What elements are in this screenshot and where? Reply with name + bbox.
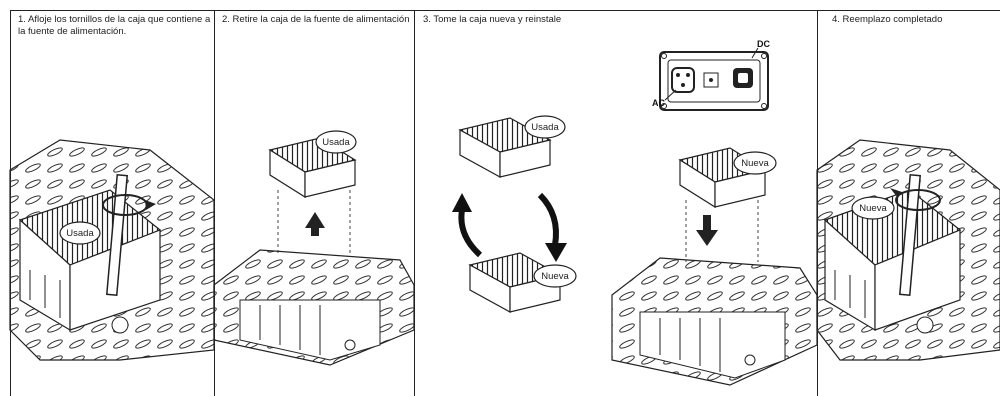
ac-label: AC <box>652 98 665 108</box>
usada-tag-3: Usada <box>524 115 566 139</box>
panel-divider <box>414 10 415 396</box>
svg-text:Usada: Usada <box>322 137 350 148</box>
connector-plate <box>659 47 769 111</box>
svg-text:Nueva: Nueva <box>541 271 569 282</box>
usada-tag-2: Usada <box>315 130 357 154</box>
step-3-caption: 3. Tome la caja nueva y reinstale <box>423 14 562 25</box>
step-4-caption: 4. Reemplazo completado <box>832 14 943 25</box>
panel-4-fixture <box>816 139 1000 361</box>
svg-text:Usada: Usada <box>66 228 94 239</box>
cycle-arrows <box>452 192 567 262</box>
svg-text:Usada: Usada <box>531 122 559 133</box>
panel-3-fixture <box>611 257 818 386</box>
panel-1-fixture <box>9 139 215 361</box>
nueva-tag-3: Nueva <box>533 264 577 288</box>
svg-text:Nueva: Nueva <box>859 203 887 214</box>
panel-3-install-box <box>678 147 767 262</box>
step-1-caption: 1. Afloje los tornillos de la caja que c… <box>18 14 211 37</box>
step-2-caption: 2. Retire la caja de la fuente de alimen… <box>222 14 410 25</box>
usada-tag-1: Usada <box>59 221 101 245</box>
svg-text:Nueva: Nueva <box>741 158 769 169</box>
nueva-tag-4: Nueva <box>851 196 895 220</box>
panel-2-fixture <box>213 249 415 366</box>
panel-2-removed-box <box>268 137 357 255</box>
dc-label: DC <box>757 39 770 49</box>
panel-3-old-box <box>458 117 552 179</box>
nueva-tag-install: Nueva <box>733 151 777 175</box>
